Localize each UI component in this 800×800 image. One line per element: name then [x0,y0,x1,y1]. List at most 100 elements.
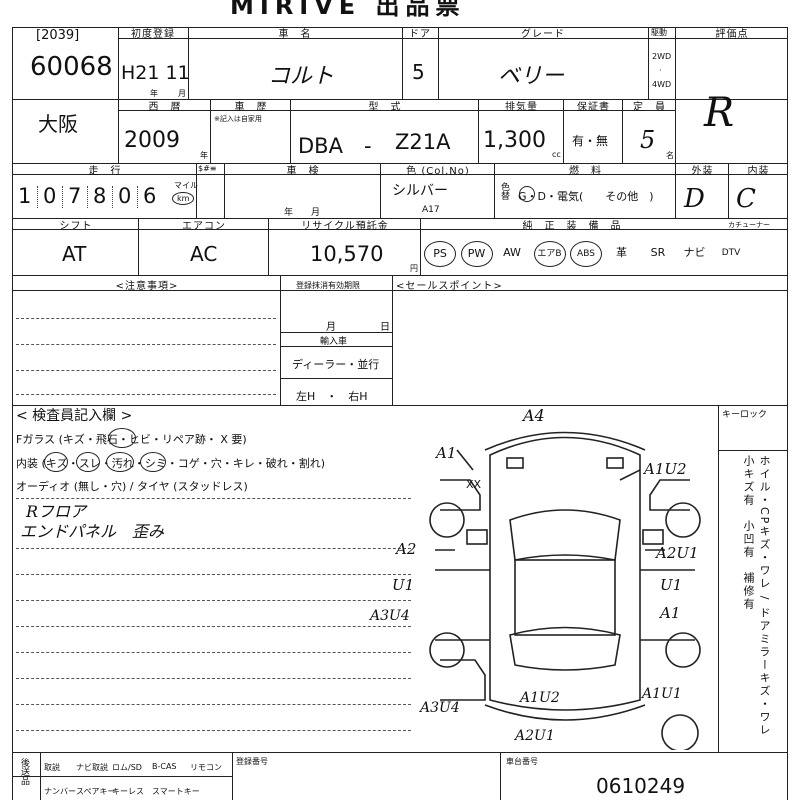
displacement-value: 1,300 [483,128,546,153]
handover-item: スペアキー [76,787,116,796]
grade-label: グレード [521,29,565,40]
fuel-gasoline-circle [519,186,535,202]
capacity-value: 5 [640,126,656,154]
handover-item: B-CAS [152,762,177,771]
handwritten-note-2: エンドパネル 歪み [20,522,165,541]
car-name-label: 車 名 [278,29,312,40]
color-label: 色 (Col.No) [406,166,470,177]
sharp-label: $#≡ [198,164,217,173]
mile-unit: マイル [174,181,198,190]
lot-small: [2039] [36,28,80,43]
key-lock-label: キーロック [722,410,768,420]
western-year-label: 西 暦 [148,102,182,113]
displacement-label: 排気量 [505,102,538,113]
km-unit-circled: km [172,192,195,205]
chassis-number-value: 0610249 [596,774,686,798]
wheel-front-left [429,502,465,538]
color-name: シルバー [392,183,448,199]
notes-label: <注意事項> [115,281,179,292]
shift-value: AT [62,242,87,266]
handover-item: 取説 [44,763,60,772]
left-mirror [466,529,488,545]
color-replace-label: 色替 [499,182,509,200]
drive-2wd: 2WD [652,52,672,61]
recycle-value: 10,570 [310,242,384,266]
equipment-item: DTV [721,248,741,258]
damage-rear-bottom: A2U1 [515,728,555,744]
interior-scratch-circle [44,452,68,472]
door-label: ドア [409,29,431,40]
handwritten-note-1: Rフロア [26,502,87,521]
spare-wheel [661,714,699,750]
import-label: 輸入車 [320,337,348,347]
mileage-separator [87,186,88,208]
sales-point-label: <セールスポイント> [396,281,503,292]
equipment-item: ABS [570,241,602,267]
tuner-label: カチューナー [728,221,770,229]
mileage-separator [62,186,63,208]
fuel-label: 燃 料 [569,166,602,177]
mileage-separator [137,186,138,208]
reg-number-label: 登録番号 [236,757,268,766]
car-damage-diagram [429,431,701,750]
mileage-digit: 7 [68,184,82,208]
equipment-item: PS [424,241,456,267]
wheel-rear-left [429,632,465,668]
handover-item: ロム/SD [112,763,142,772]
mileage-digit: 0 [43,184,57,208]
audio-line: オーディオ (無し・穴) / タイヤ (スタッドレス) [16,480,248,493]
roof [514,559,616,636]
exterior-value: D [684,184,705,214]
model-value: Z21A [395,130,451,154]
mileage-digit: 0 [118,184,132,208]
genuine-equip-label: 純 正 装 備 品 [522,221,622,232]
year-unit: 年 [150,89,158,98]
western-year-value: 2009 [124,128,180,153]
rear-bumper [484,704,646,721]
grade-value: ベリー [498,64,565,89]
damage-right-rear: A1 [660,604,681,622]
wheel-rear-right [665,632,701,668]
damage-front-left: A1 [436,444,457,462]
equipment-item: 革 [616,246,627,259]
equipment-item: SR [650,246,666,259]
first-reg-value: H21 11 [121,62,190,84]
mileage-digit: 6 [143,184,157,208]
damage-left-door-rear: U1 [392,576,415,594]
damage-right-door-rear: U1 [660,576,683,594]
handover-item: スマートキー [152,787,200,796]
interior-dirt-circle [106,452,134,472]
history-note: ※記入は自家用 [214,115,262,123]
damage-right-door-front: A2U1 [656,544,699,562]
steering: 左H ・ 右H [296,390,368,403]
aircon-value: AC [190,242,218,266]
mileage-separator [112,186,113,208]
mileage-digit: 1 [18,184,32,208]
color-no: A17 [422,205,440,215]
wheel-front-right [665,502,701,538]
interior-rub-circle [76,452,100,472]
windshield [509,509,621,561]
cc-unit: cc [552,150,561,159]
inspection-period: 年 月 [284,208,321,218]
reg-month-unit: 月 [326,322,336,333]
chassis-number-label: 車台番号 [506,757,538,766]
side-defect-list: ホイル・CPキズ・ワレ / ドアミラーキズ・ワレ 小キズ有 小凹有 補修有 [742,455,771,751]
lot-number: 60068 [30,52,113,82]
capacity-label: 定 員 [633,102,666,113]
front-grille [506,457,524,469]
model-label: 型 式 [368,102,402,113]
equipment-item: ナビ [683,246,706,259]
damage-left-rear: A3U4 [370,608,410,624]
drive-dot: · [659,66,662,75]
interior-value: C [736,184,756,214]
inspection-label: 車 検 [286,166,320,177]
yen-unit: 円 [410,264,418,273]
import-dealer: ディーラー・並行 [292,358,380,371]
car-name-value: コルト [268,64,335,89]
damage-front-left-xx: XX [466,478,482,491]
exterior-label: 外装 [691,166,714,177]
reg-day-unit: 日 [380,322,390,333]
drive-4wd: 4WD [652,80,672,89]
car-outline [489,436,641,711]
